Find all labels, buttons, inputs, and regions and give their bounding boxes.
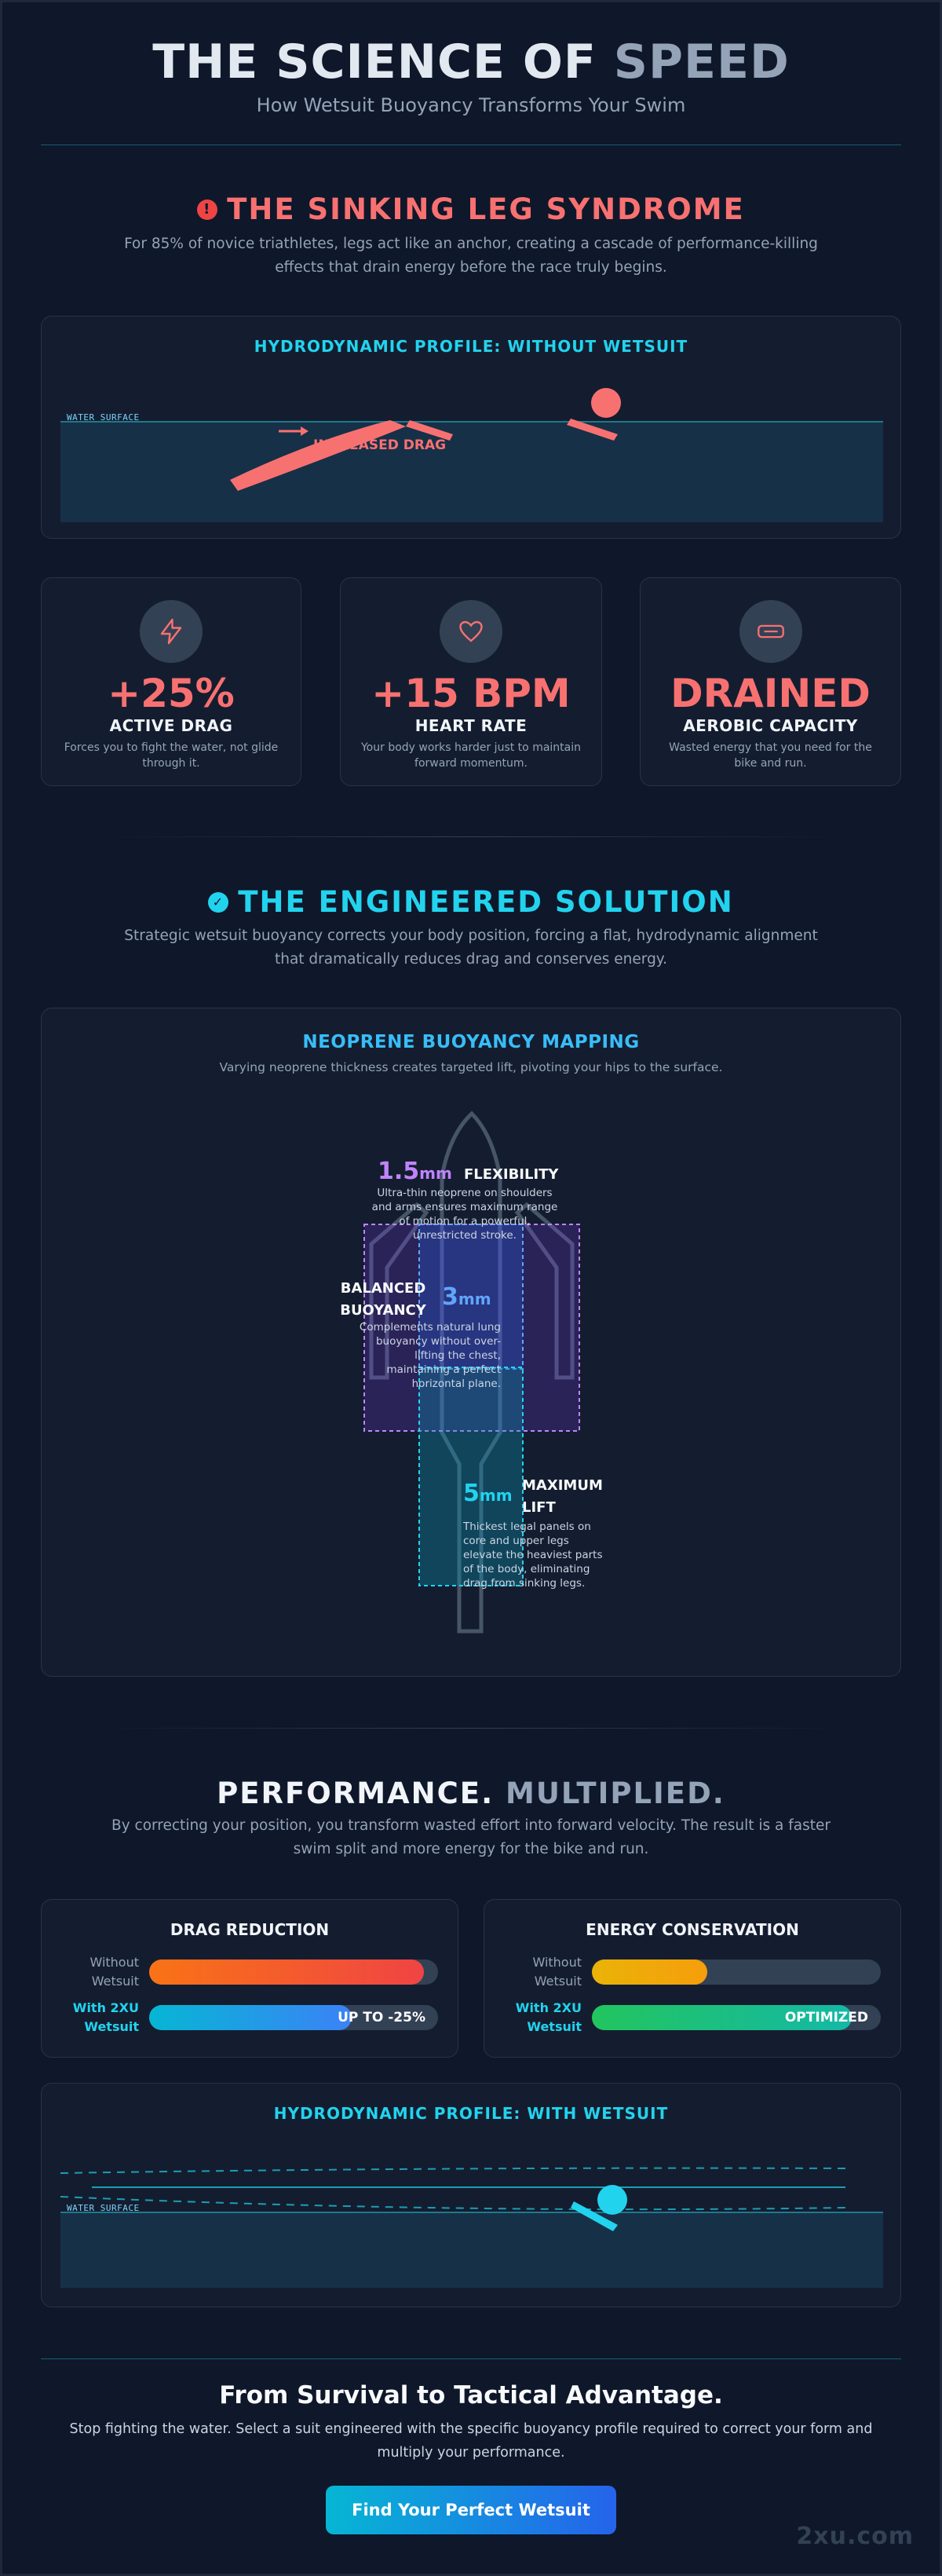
flexibility-zone [363, 1224, 580, 1432]
divider [94, 836, 848, 837]
hero-subtitle: How Wetsuit Buoyancy Transforms Your Swi… [256, 94, 686, 116]
buoyancy-map-subtitle: Varying neoprene thickness creates targe… [219, 1060, 723, 1074]
max-lift-label: MAXIMUM LIFT [522, 1477, 603, 1516]
stat-label: AEROBIC CAPACITY [683, 716, 858, 735]
swimmer-head [597, 2185, 627, 2215]
swimmer-arm [406, 420, 453, 441]
drag-with-fill [149, 2005, 352, 2030]
energy-with-value: OPTIMIZED [784, 2010, 868, 2025]
profile-with-card: HYDRODYNAMIC PROFILE: WITH WETSUIT WATER… [41, 2083, 901, 2307]
sinking-swimmer-diagram [60, 388, 883, 522]
alert-icon: ! [197, 199, 218, 220]
closing-title: From Survival to Tactical Advantage. [219, 2381, 723, 2410]
hero-title: THE SCIENCE OF SPEED [152, 35, 790, 90]
energy-with-fill [592, 2005, 853, 2030]
stat-label: HEART RATE [414, 716, 528, 735]
drag-label: INCREASED DRAG [313, 437, 447, 453]
solution-description: Strategic wetsuit buoyancy corrects your… [124, 928, 818, 968]
flow-line [60, 2167, 846, 2174]
flexibility-callout: 1.5mm FLEXIBILITY [378, 1158, 559, 1185]
stat-label: ACTIVE DRAG [109, 716, 233, 735]
performance-description: By correcting your position, you transfo… [111, 1817, 831, 1857]
water-area [60, 2212, 883, 2288]
check-circle-icon: ✓ [208, 891, 229, 913]
balanced-zone [418, 1224, 524, 1370]
flow-line [60, 2196, 846, 2211]
balanced-label: BALANCED BUOYANCY [340, 1280, 426, 1319]
stat-value: DRAINED [670, 671, 871, 716]
problem-title-text: THE SINKING LEG SYNDROME [227, 192, 745, 226]
find-wetsuit-button[interactable]: Find Your Perfect Wetsuit [326, 2486, 616, 2534]
drag-without-track [149, 1959, 438, 1985]
solution-title-text: THE ENGINEERED SOLUTION [238, 885, 734, 919]
energy-without-track [592, 1959, 881, 1985]
brand-watermark: 2xu.com [796, 2523, 914, 2550]
left-arm-outline [369, 1202, 429, 1380]
profile-without-card: HYDRODYNAMIC PROFILE: WITHOUT WETSUIT WA… [41, 316, 901, 539]
heart-icon [440, 600, 502, 663]
stat-card-drag: +25% ACTIVE DRAG Forces you to fight the… [41, 577, 301, 786]
swimmer-body [230, 420, 406, 491]
energy-conservation-title: ENERGY CONSERVATION [586, 1920, 799, 1939]
max-lift-value: 5mm [463, 1480, 513, 1507]
max-lift-zone [418, 1367, 524, 1586]
performance-title: PERFORMANCE. MULTIPLIED. [217, 1776, 725, 1810]
closing-text: Stop fighting the water. Select a suit e… [69, 2421, 873, 2461]
swimmer-head [591, 388, 621, 418]
drag-with-value: UP TO -25% [338, 2010, 425, 2025]
stat-card-heart-rate: +15 BPM HEART RATE Your body works harde… [340, 577, 602, 786]
balanced-value: 3mm [442, 1283, 491, 1311]
water-surface-label: WATER SURFACE [67, 412, 140, 423]
problem-description: For 85% of novice triathletes, legs act … [124, 236, 818, 276]
suit-outline [440, 1111, 502, 1634]
water-surface-label: WATER SURFACE [67, 2203, 140, 2213]
flexibility-description: Ultra-thin neoprene on shoulders and arm… [371, 1187, 558, 1242]
problem-title: ! THE SINKING LEG SYNDROME [0, 192, 942, 226]
profile-with-title: HYDRODYNAMIC PROFILE: WITH WETSUIT [273, 2104, 669, 2123]
drag-without-fill [149, 1959, 424, 1985]
profile-without-title: HYDRODYNAMIC PROFILE: WITHOUT WETSUIT [254, 337, 688, 356]
battery-icon [739, 600, 802, 663]
swimmer-arm [571, 2201, 618, 2231]
buoyancy-map-card: NEOPRENE BUOYANCY MAPPING Varying neopre… [41, 1008, 901, 1677]
drag-with-track: UP TO -25% [149, 2005, 438, 2030]
divider [41, 2358, 901, 2359]
stat-value: +25% [108, 671, 235, 716]
energy-with-track: OPTIMIZED [592, 2005, 881, 2030]
stat-card-aerobic: DRAINED AEROBIC CAPACITY Wasted energy t… [640, 577, 901, 786]
energy-without-fill [592, 1959, 708, 1985]
hero-title-accent: SPEED [613, 35, 790, 90]
buoyancy-map-title: NEOPRENE BUOYANCY MAPPING [302, 1032, 640, 1052]
solution-title: ✓ THE ENGINEERED SOLUTION [0, 885, 942, 919]
drag-reduction-title: DRAG REDUCTION [170, 1920, 330, 1939]
balanced-description: Complements natural lung buoyancy withou… [359, 1321, 501, 1390]
lightning-icon [140, 600, 203, 663]
max-lift-description: Thickest legal panels on core and upper … [463, 1520, 603, 1590]
stat-description: Forces you to fight the water, not glide… [64, 741, 279, 770]
swimmer-shoulder [567, 419, 618, 441]
flat-swimmer-diagram [60, 2167, 883, 2288]
stat-value: +15 BPM [371, 671, 571, 716]
divider [94, 1728, 848, 1729]
right-arm-outline [514, 1202, 575, 1380]
water-area [60, 422, 883, 522]
wetsuit-diagram [363, 1111, 580, 1634]
